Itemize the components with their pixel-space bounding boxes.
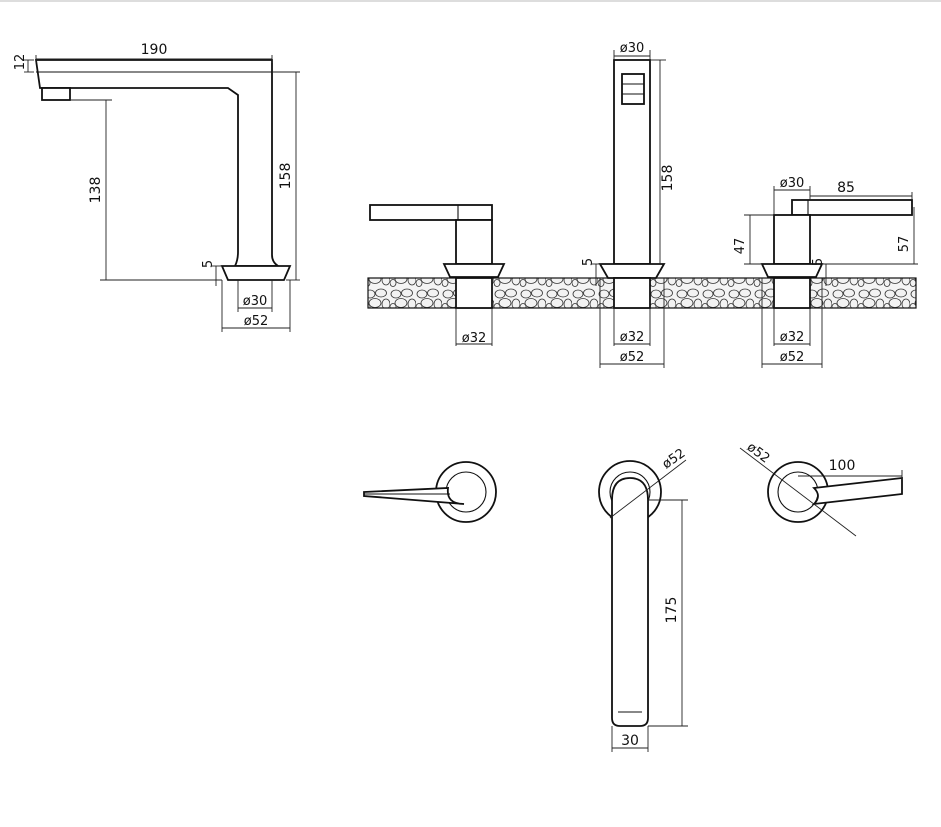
side-thickness-12: 12: [13, 54, 28, 71]
right-handle-dia-52: ø52: [780, 350, 805, 365]
top-spout-dia-52: ø52: [660, 446, 689, 472]
left-handle-dia-32: ø32: [462, 331, 487, 346]
side-gap-5: 5: [201, 260, 216, 268]
front-spout-dia-52: ø52: [620, 350, 645, 365]
right-handle-height-57: 57: [897, 236, 912, 253]
top-spout-width-30: 30: [621, 733, 639, 749]
right-handle-lever-85: 85: [837, 180, 855, 196]
side-length-190: 190: [141, 42, 168, 58]
front-spout-dia-32: ø32: [620, 330, 645, 345]
top-right-handle: ø52 100: [739, 440, 903, 537]
top-spout: ø52 175 30: [598, 446, 689, 752]
side-base: [220, 265, 292, 281]
right-handle-dia-32: ø32: [780, 330, 805, 345]
front-spout-gap-5: 5: [581, 258, 596, 266]
front-spout-height-158: 158: [660, 165, 676, 192]
front-view: ø32 ø30 158 5 ø3: [367, 41, 918, 368]
side-aerator: [41, 87, 71, 101]
right-handle: ø30 85 47 57 5 ø32: [733, 176, 918, 368]
left-handle: ø32: [369, 204, 506, 346]
side-dia-52: ø52: [244, 314, 269, 329]
side-height-138: 138: [88, 177, 104, 204]
right-handle-gap-5: 5: [811, 258, 826, 266]
top-view: ø52 175 30 ø52 100: [363, 440, 903, 752]
top-right-lever-100: 100: [829, 458, 856, 474]
right-handle-height-47: 47: [733, 238, 748, 255]
side-height-158: 158: [278, 163, 294, 190]
side-dia-30: ø30: [243, 294, 268, 309]
front-spout: ø30 158 5 ø32 ø52: [581, 41, 676, 368]
top-left-handle: [363, 461, 497, 523]
top-spout-length-175: 175: [664, 597, 680, 624]
top-right-dia-52: ø52: [744, 440, 773, 467]
right-handle-dia-30: ø30: [780, 176, 805, 191]
side-view: 190 12 138 158 5 ø30 ø52: [13, 42, 300, 332]
front-spout-dia-30: ø30: [620, 41, 645, 56]
side-spout-body: [34, 59, 281, 267]
